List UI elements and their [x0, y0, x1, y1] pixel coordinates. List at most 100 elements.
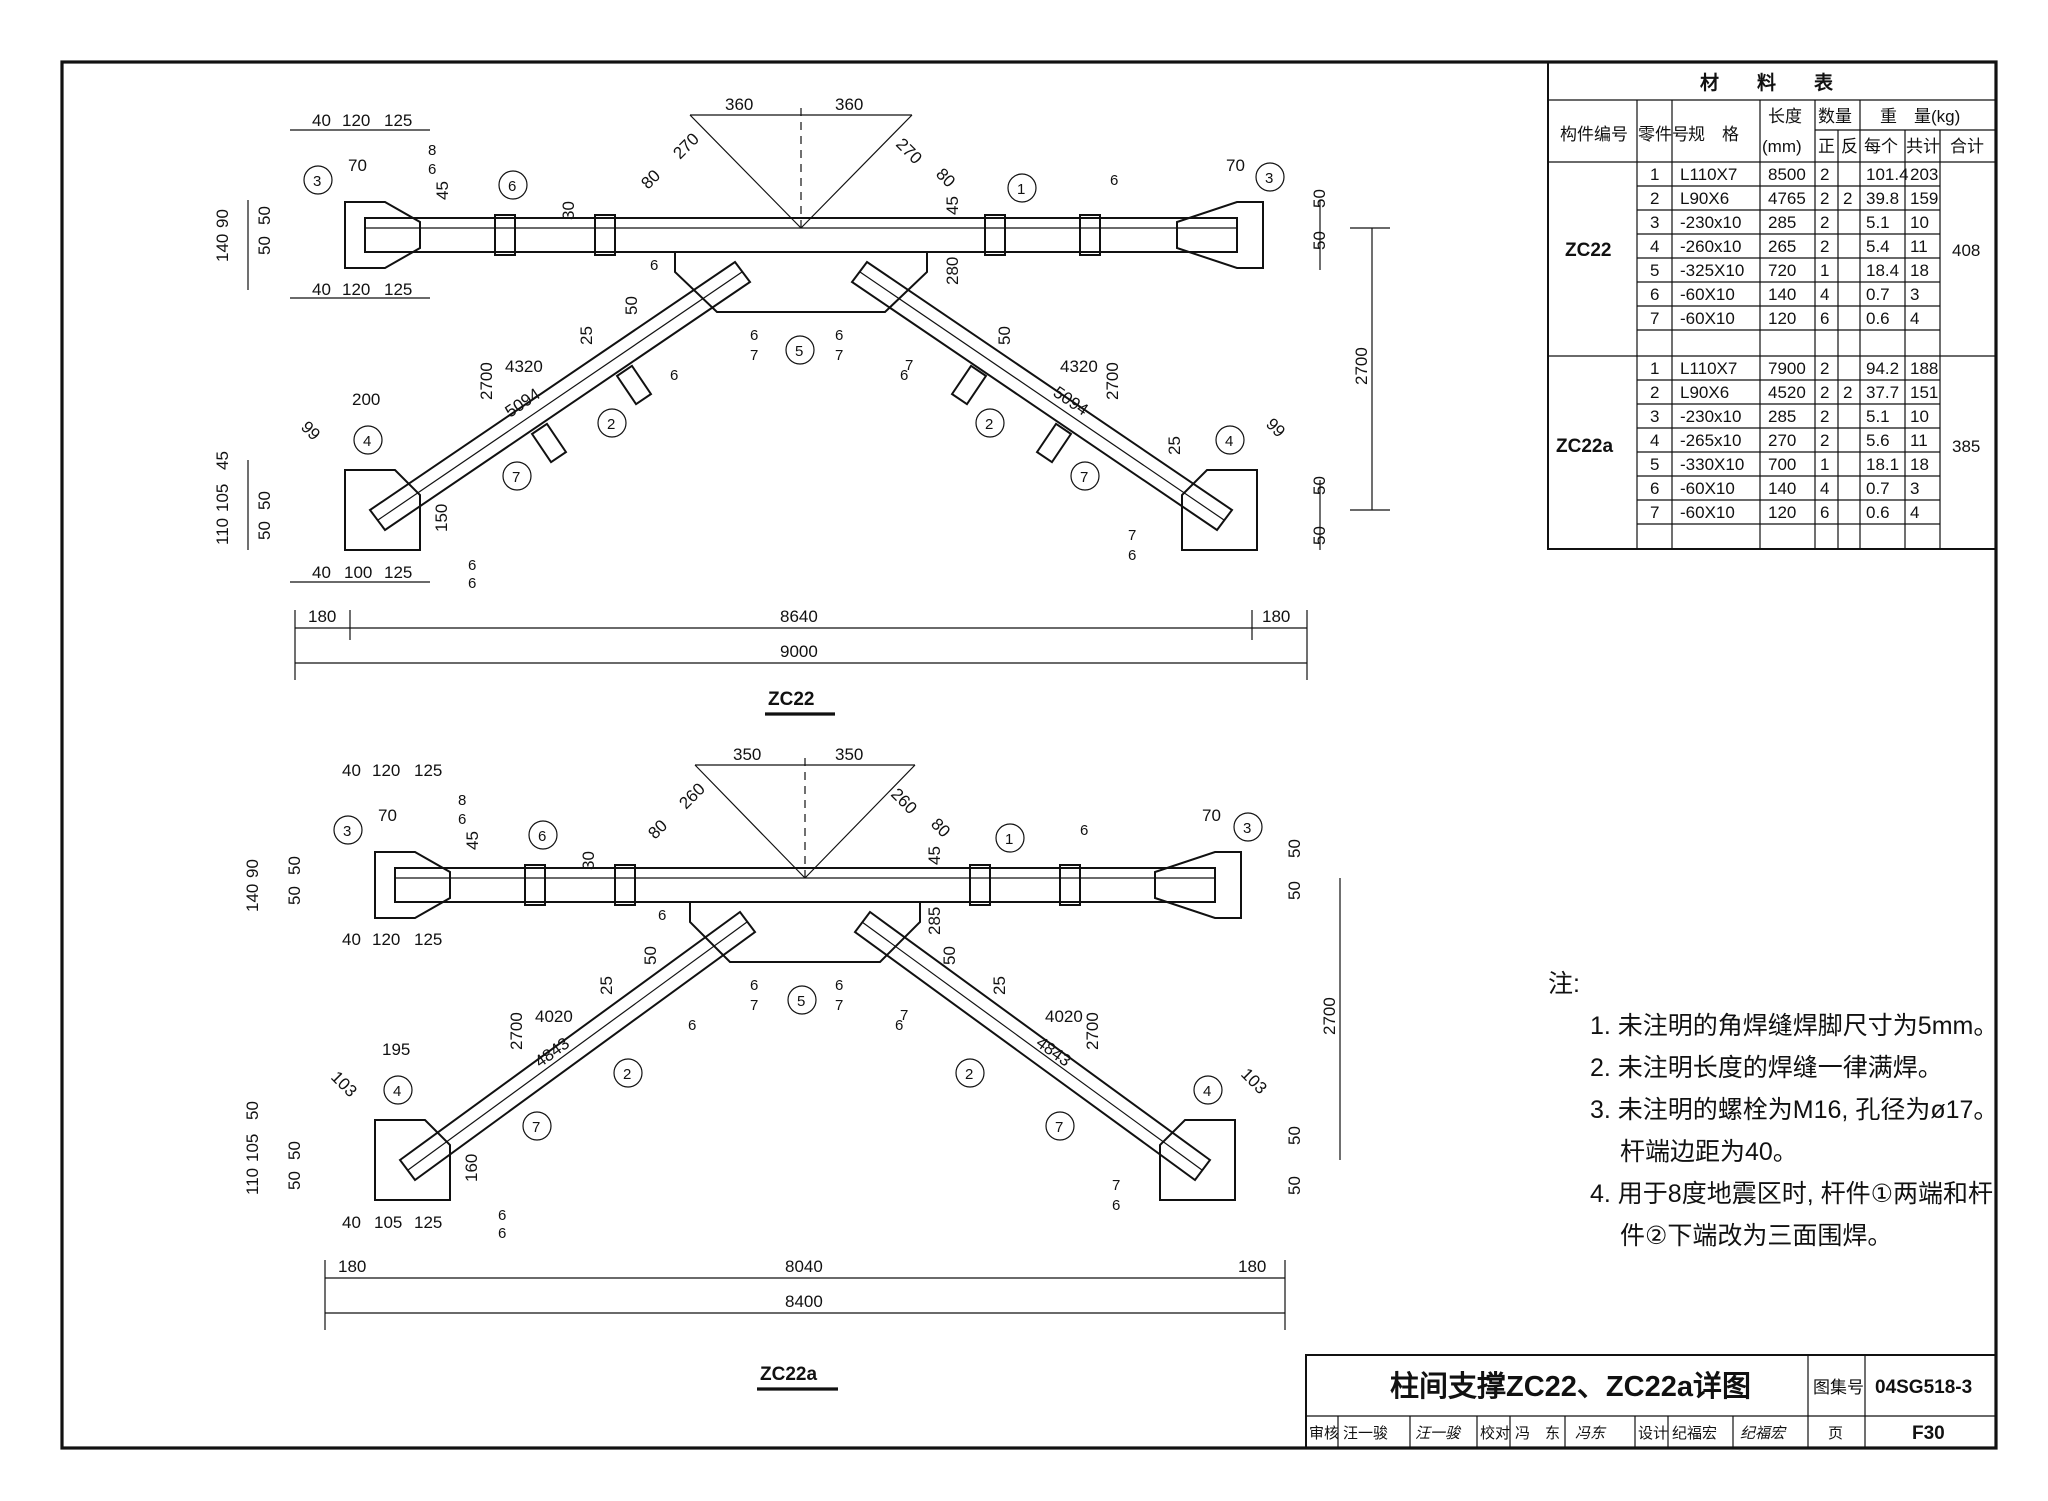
- table-cell: -230x10: [1680, 213, 1741, 232]
- weld-label: 6: [1112, 1197, 1120, 1214]
- dim-total-span: 8400: [785, 1292, 823, 1311]
- table-cell: 0.7: [1866, 285, 1890, 304]
- table-cell: 10: [1910, 407, 1929, 426]
- table-cell: 159: [1910, 189, 1938, 208]
- dim-slope-v-right: 2700: [1103, 362, 1122, 400]
- weld-label: 6: [750, 327, 758, 344]
- dim-diag-18: 70: [1202, 806, 1221, 825]
- table-cell: -60X10: [1680, 285, 1735, 304]
- part-bubbles: 1 2 3 3 4 4 5 6 7 7 2: [333, 812, 1263, 1141]
- dim-vert-90: 90: [243, 859, 262, 878]
- dim-vert-140: 140: [243, 884, 262, 912]
- dim-diag-3: 80: [644, 816, 671, 843]
- dim-diag-7: 30: [559, 201, 578, 220]
- center-plate-5: [674, 251, 928, 313]
- dim-diag-17: 70: [348, 156, 367, 175]
- weld-label: 6: [900, 367, 908, 384]
- gusset-plate-3-right: [1176, 201, 1264, 269]
- dim-vert-50a: 50: [285, 856, 304, 875]
- header-weight: 重 量(kg): [1880, 107, 1960, 126]
- part-bubble: 4: [393, 1083, 401, 1100]
- part-bubble: 2: [623, 1066, 631, 1083]
- table-cell: 3: [1910, 285, 1919, 304]
- dim-vert-140: 140: [213, 234, 232, 262]
- atlas-label: 图集号: [1813, 1378, 1864, 1397]
- dim-40-top: 40: [312, 111, 331, 130]
- dim-125-bottom: 125: [384, 280, 412, 299]
- weld-label: 6: [1110, 172, 1118, 189]
- weld-label: 6: [835, 977, 843, 994]
- page-label: 页: [1828, 1425, 1843, 1442]
- weld-label: 6: [1128, 547, 1136, 564]
- weld-label: 6: [498, 1225, 506, 1242]
- bracing-drawing-zc22: 40 120 125 360 360 40 120 125 40 100 125…: [213, 95, 1390, 716]
- table-cell: 4: [1820, 479, 1829, 498]
- part-bubble: 3: [1243, 820, 1251, 837]
- table-cell: -325X10: [1680, 261, 1744, 280]
- weld-label: 7: [835, 347, 843, 364]
- part-bubble: 1: [1005, 831, 1013, 848]
- weld-label: 6: [688, 1017, 696, 1034]
- dim-diag-2: 270: [892, 134, 925, 167]
- table-cell: 0.7: [1866, 479, 1890, 498]
- designer-name: 纪福宏: [1672, 1425, 1717, 1442]
- table-cell: 1: [1650, 165, 1659, 184]
- group-member: ZC22a: [1556, 436, 1613, 457]
- part-bubble: 7: [1080, 469, 1088, 486]
- dim-vert-110: 110: [213, 518, 232, 545]
- table-cell: 4765: [1768, 189, 1806, 208]
- note-item: 杆端边距为40。: [1620, 1138, 1798, 1166]
- dim-diag-13: 200: [352, 390, 380, 409]
- dim-125-top: 125: [384, 111, 412, 130]
- table-cell: 5: [1650, 455, 1659, 474]
- part-bubble: 2: [985, 416, 993, 433]
- dim-diag-9: 25: [597, 976, 616, 995]
- weld-label: 6: [428, 161, 436, 178]
- weld-label: 6: [835, 327, 843, 344]
- table-cell: L110X7: [1680, 165, 1737, 184]
- part-bubble: 7: [1055, 1119, 1063, 1136]
- dim-diag-1: 270: [669, 129, 702, 162]
- dim-right-vert-3: 50: [1285, 1126, 1304, 1145]
- weld-label: 6: [750, 977, 758, 994]
- table-cell: 5.1: [1866, 213, 1890, 232]
- part-bubble: 2: [965, 1066, 973, 1083]
- dim-right-vert-4: 50: [1310, 526, 1329, 545]
- table-cell: 2: [1820, 237, 1829, 256]
- weld-label: 6: [650, 257, 658, 274]
- check-label: 校对: [1480, 1425, 1510, 1442]
- table-cell: L90X6: [1680, 189, 1729, 208]
- table-cell: 5.4: [1866, 237, 1890, 256]
- header-qty: 数量: [1818, 107, 1852, 126]
- dim-vert-105: 105: [213, 484, 232, 512]
- dim-vert-50b: 50: [285, 886, 304, 905]
- table-cell: 2: [1820, 407, 1829, 426]
- table-cell: 3: [1650, 407, 1659, 426]
- dim-total-span: 9000: [780, 642, 818, 661]
- header-w-total: 合计: [1950, 137, 1984, 156]
- dim-slope-h: 4020: [535, 1007, 573, 1026]
- weld-label: 7: [905, 357, 913, 374]
- dim-vert-50b: 50: [255, 236, 274, 255]
- dim-vert-50c: 50: [255, 491, 274, 510]
- dim-slope-len: 5094: [502, 384, 544, 421]
- table-cell: 4: [1820, 285, 1829, 304]
- designer-signature: 纪福宏: [1740, 1425, 1787, 1442]
- table-cell: 8500: [1768, 165, 1806, 184]
- dim-40-bottom: 40: [312, 280, 331, 299]
- weld-label: 6: [468, 557, 476, 574]
- table-cell: 11: [1910, 237, 1928, 256]
- dim-40-lower: 40: [312, 563, 331, 582]
- note-item: 3. 未注明的螺栓为M16, 孔径为ø17。: [1590, 1096, 1998, 1124]
- table-cell: 4520: [1768, 383, 1806, 402]
- part-bubble: 2: [607, 416, 615, 433]
- table-cell: 3: [1650, 213, 1659, 232]
- note-item: 4. 用于8度地震区时, 杆件①两端和杆: [1590, 1180, 1993, 1208]
- bracing-drawing-zc22a: 40 120 125 350 350 40 120 125 40 105 125…: [243, 745, 1341, 1391]
- dim-diag-10: 50: [641, 946, 660, 965]
- weld-label: 8: [428, 142, 436, 159]
- header-member: 构件编号: [1560, 125, 1628, 144]
- table-cell: 18: [1910, 455, 1929, 474]
- dim-center-left: 350: [733, 745, 761, 764]
- table-cell: 6: [1650, 479, 1659, 498]
